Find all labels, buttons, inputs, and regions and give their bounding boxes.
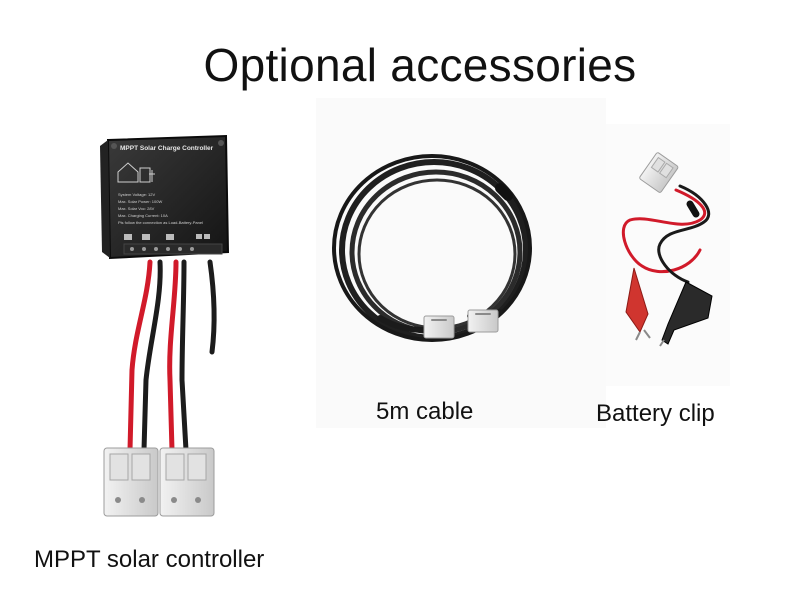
controller-device-label: MPPT Solar Charge Controller bbox=[120, 145, 214, 152]
red-clip-icon bbox=[625, 267, 651, 341]
svg-text:System Voltage: 12V: System Voltage: 12V bbox=[118, 192, 155, 197]
cable-caption: 5m cable bbox=[376, 398, 474, 425]
svg-text:Max. Solar Voc: 28V: Max. Solar Voc: 28V bbox=[118, 206, 155, 211]
cable-photo-background bbox=[316, 98, 606, 428]
controller-terminal-icons bbox=[124, 234, 210, 240]
controller-body bbox=[106, 134, 230, 260]
svg-text:Pls follow the connection as L: Pls follow the connection as Load-Batter… bbox=[118, 220, 203, 225]
black-clip-icon bbox=[659, 281, 713, 347]
house-logo-icon bbox=[117, 162, 155, 183]
controller-anderson-plugs bbox=[103, 447, 215, 517]
svg-text:Max. Solar Power: 100W: Max. Solar Power: 100W bbox=[118, 199, 162, 204]
page-title: Optional accessories bbox=[203, 39, 637, 91]
battery-clip-caption: Battery clip bbox=[596, 400, 715, 427]
controller-spec-text: System Voltage: 12V Max. Solar Power: 10… bbox=[118, 192, 203, 225]
cable-anderson-connectors bbox=[423, 309, 499, 339]
controller-wires bbox=[127, 259, 217, 453]
svg-text:Max. Charging Current: 10A: Max. Charging Current: 10A bbox=[118, 213, 168, 218]
battery-clip-image bbox=[621, 152, 713, 347]
cable-coil-image bbox=[332, 154, 532, 342]
clip-anderson-connector bbox=[639, 152, 679, 193]
mppt-controller-image: MPPT Solar Charge Controller System Volt… bbox=[100, 134, 230, 517]
controller-caption: MPPT solar controller bbox=[34, 546, 265, 573]
